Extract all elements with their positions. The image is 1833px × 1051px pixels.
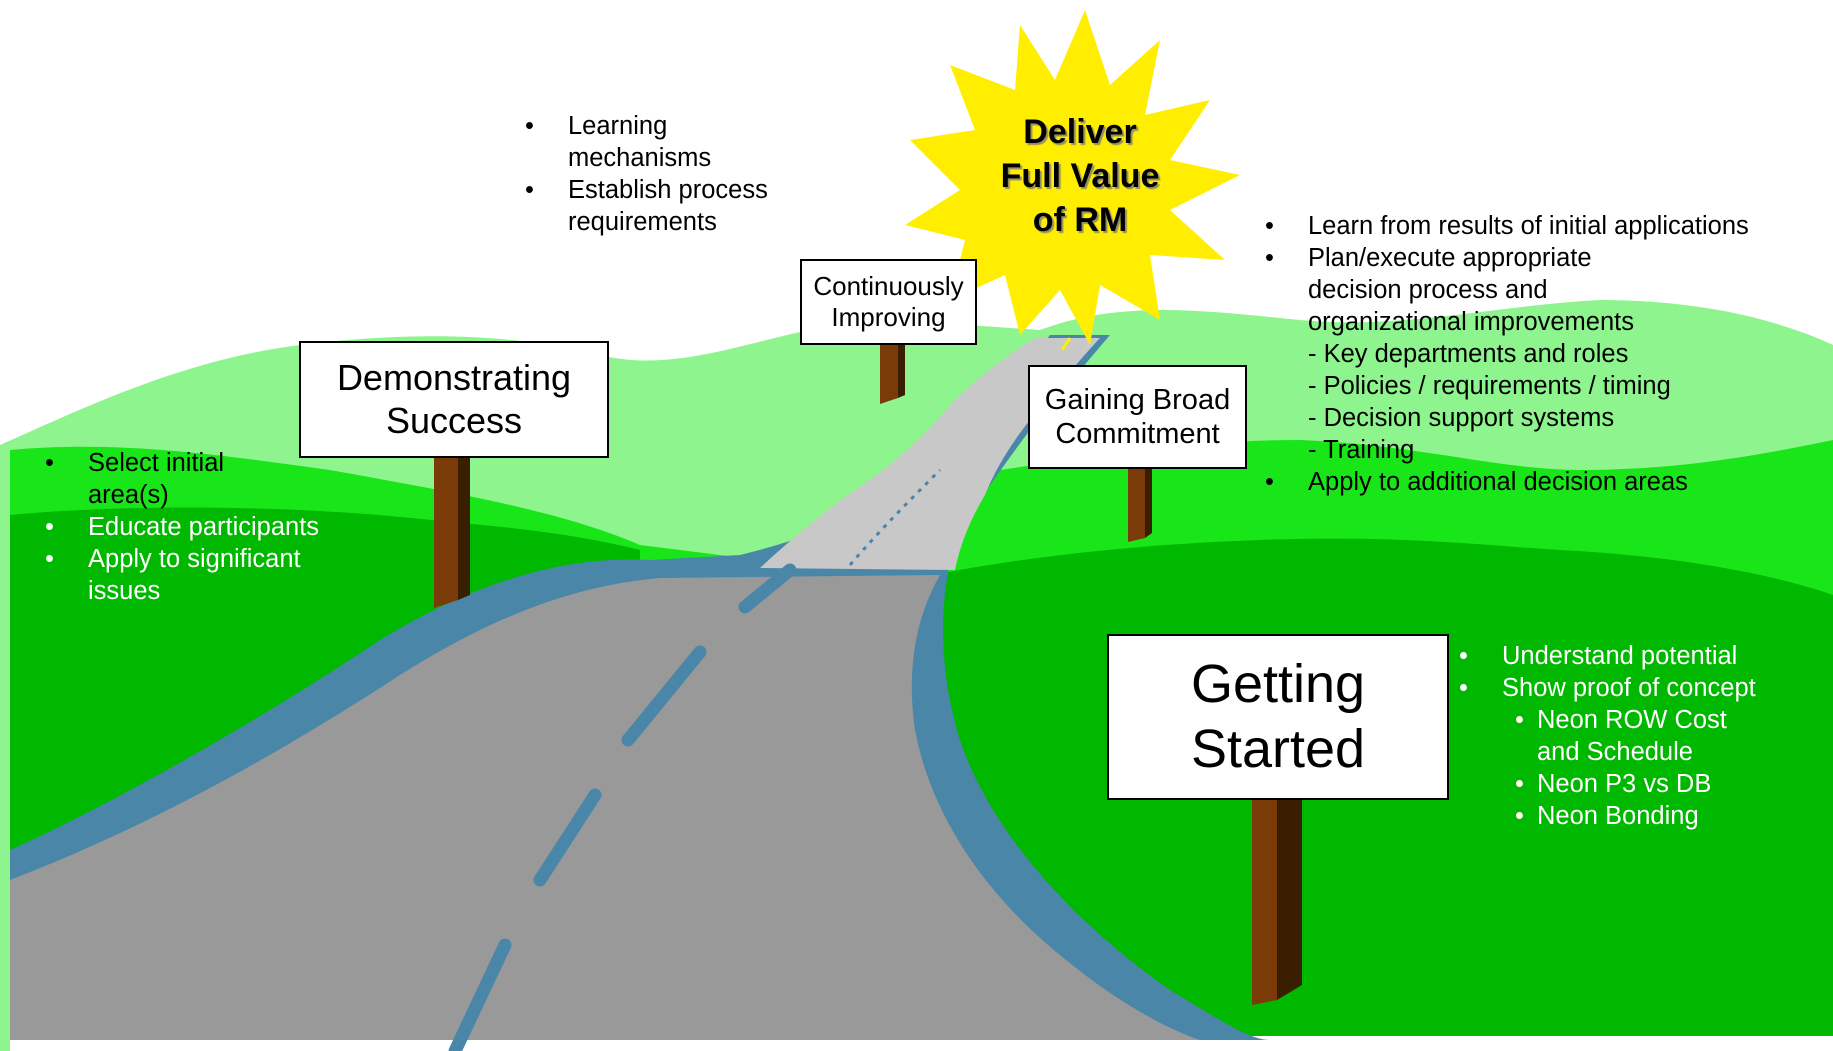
sign-line-2: Success xyxy=(385,399,523,441)
list-item: Apply to additional decision areas xyxy=(1261,466,1749,498)
goal-line-3: of RM xyxy=(1032,201,1128,239)
goal-deliver-full-value: Deliver Full Value of RM xyxy=(960,110,1200,242)
list-item: Neon P3 vs DB xyxy=(1455,768,1756,800)
notes-getting-started: Understand potential Show proof of conce… xyxy=(1455,640,1756,832)
list-item: Show proof of concept xyxy=(1455,672,1756,704)
sign-line-1: Gaining Broad xyxy=(1044,383,1231,416)
list-item: - Key departments and roles xyxy=(1308,340,1629,368)
sign-continuously-improving: Continuously Improving xyxy=(800,259,977,345)
sun-starburst xyxy=(905,10,1240,345)
list-item: Neon Bonding xyxy=(1455,800,1756,832)
road-near xyxy=(10,575,1200,1040)
road-center-dashes xyxy=(448,563,797,1051)
list-item: Understand potential xyxy=(1455,640,1756,672)
sign-gaining-broad-commitment: Gaining Broad Commitment xyxy=(1028,365,1247,469)
list-item: - Decision support systems xyxy=(1308,404,1615,432)
goal-line-1: Deliver xyxy=(1023,113,1137,151)
road-yellow-line xyxy=(1060,337,1072,351)
sign-line-1: Getting xyxy=(1190,654,1366,715)
sign-line-1: Continuously xyxy=(813,271,964,302)
list-item: - Policies / requirements / timing xyxy=(1308,372,1671,400)
sign-posts xyxy=(434,340,1302,1005)
sign-line-2: Started xyxy=(1190,719,1366,779)
notes-gaining-broad-commitment: Learn from results of initial applicatio… xyxy=(1261,210,1749,498)
goal-line-2: Full Value xyxy=(1000,157,1160,195)
sign-line-1: Demonstrating xyxy=(336,357,572,399)
sign-line-2: Improving xyxy=(831,302,946,332)
list-item: Educate participants xyxy=(41,511,319,543)
sign-getting-started: Getting Started xyxy=(1107,634,1449,800)
list-item: Learn from results of initial applicatio… xyxy=(1261,210,1749,242)
road-far xyxy=(760,338,1100,570)
list-item: - Training xyxy=(1308,436,1415,464)
sign-line-2: Commitment xyxy=(1055,418,1220,450)
sign-demonstrating-success: Demonstrating Success xyxy=(299,341,609,458)
